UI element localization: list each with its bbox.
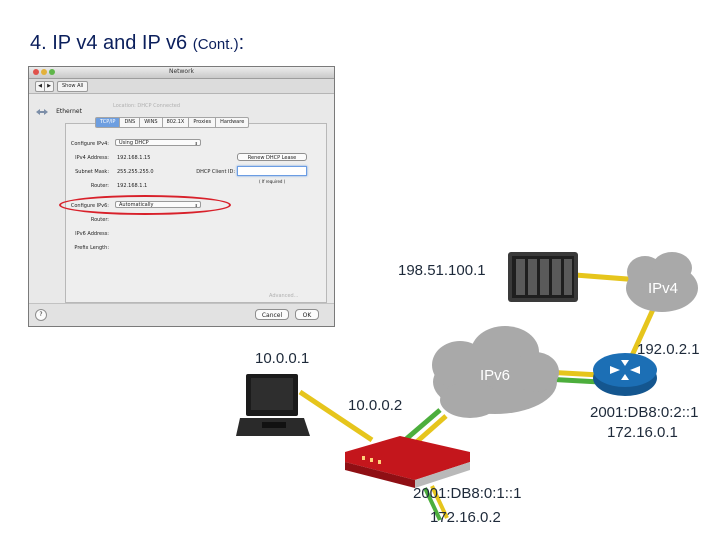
router-ipv4-label: 192.0.2.1 [637, 341, 700, 358]
ipv6-cloud-label: IPv6 [480, 367, 510, 384]
home-gateway-icon [345, 436, 470, 488]
server-ip-label: 198.51.100.1 [398, 262, 486, 279]
gateway-wan-ip-label: 172.16.0.2 [430, 509, 501, 526]
server-icon [508, 252, 578, 302]
gateway-ipv6-label: 2001:DB8:0:1::1 [413, 485, 521, 502]
laptop-ip-label: 10.0.0.1 [255, 350, 309, 367]
router-lan-label: 172.16.0.1 [607, 424, 678, 441]
ipv4-cloud-label: IPv4 [648, 280, 678, 297]
router-icon [593, 353, 657, 396]
laptop-icon [236, 374, 310, 436]
gateway-lan-ip-label: 10.0.0.2 [348, 397, 402, 414]
router-ipv6-label: 2001:DB8:0:2::1 [590, 404, 698, 421]
